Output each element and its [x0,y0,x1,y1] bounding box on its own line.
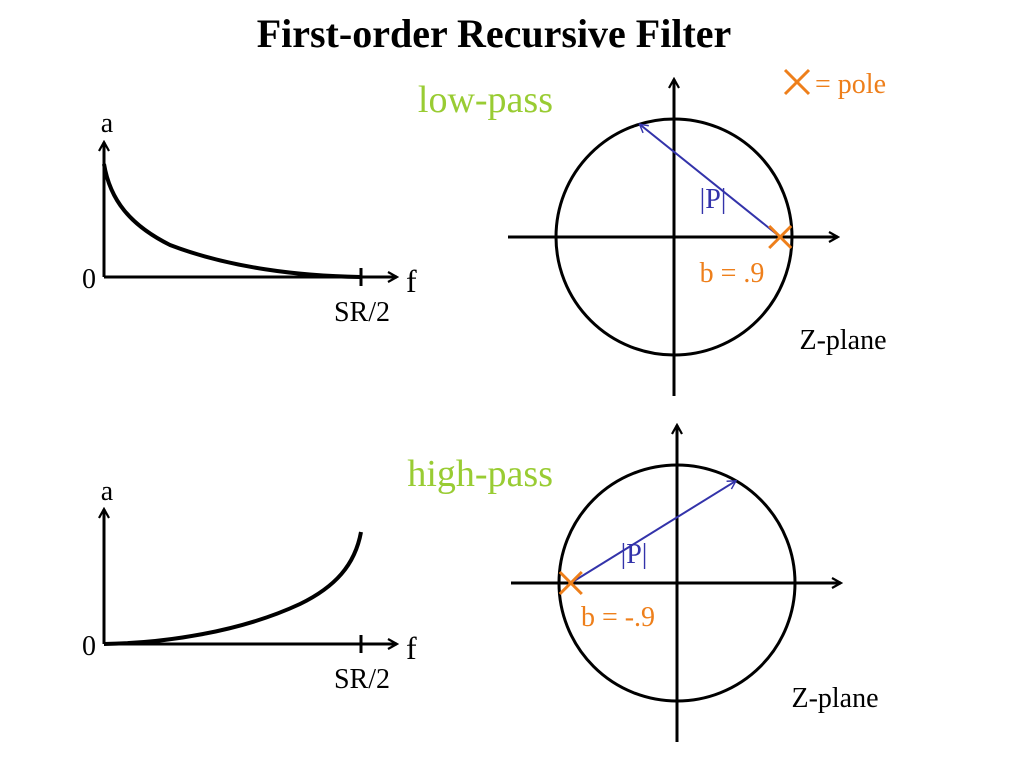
axis-label-a: a [101,476,114,507]
origin-label: 0 [82,631,96,662]
axis-label-a: a [101,108,114,139]
response-graph-high-pass: a 0 f SR/2 [82,476,417,695]
high-pass-panel: high-pass a 0 f SR/2 |P| b = -.9 [82,425,879,742]
filter-label-low-pass: low-pass [418,79,553,121]
axis-label-f: f [406,630,417,666]
axis-label-f: f [406,263,417,299]
origin-label: 0 [82,264,96,295]
pole-vector [638,123,781,238]
plane-label: Z-plane [791,683,878,714]
nyquist-label: SR/2 [334,664,390,695]
vector-label: |P| [621,539,648,570]
response-graph-low-pass: a 0 f SR/2 [82,108,417,328]
pole-legend-icon [783,68,811,96]
nyquist-label: SR/2 [334,297,390,328]
pole-vector [570,479,738,584]
z-plane-high-pass: |P| b = -.9 Z-plane [511,425,879,742]
pole-value-label: b = .9 [700,258,765,289]
vector-label: |P| [700,184,727,215]
pole-marker-stroke [558,570,583,596]
z-plane-low-pass: |P| b = .9 Z-plane [508,79,887,396]
filter-label-high-pass: high-pass [407,453,553,495]
pole-value-label: b = -.9 [581,602,655,633]
magnitude-curve [103,531,363,646]
legend-label: = pole [815,69,886,100]
low-pass-panel: low-pass a 0 f SR/2 |P| b = .9 [82,79,887,396]
slide-title: First-order Recursive Filter [256,11,732,56]
plane-label: Z-plane [799,325,886,356]
pole-marker [558,570,583,596]
pole-marker [768,224,793,250]
pole-marker-stroke [768,224,793,250]
magnitude-curve [102,163,361,279]
legend: = pole [783,68,886,100]
